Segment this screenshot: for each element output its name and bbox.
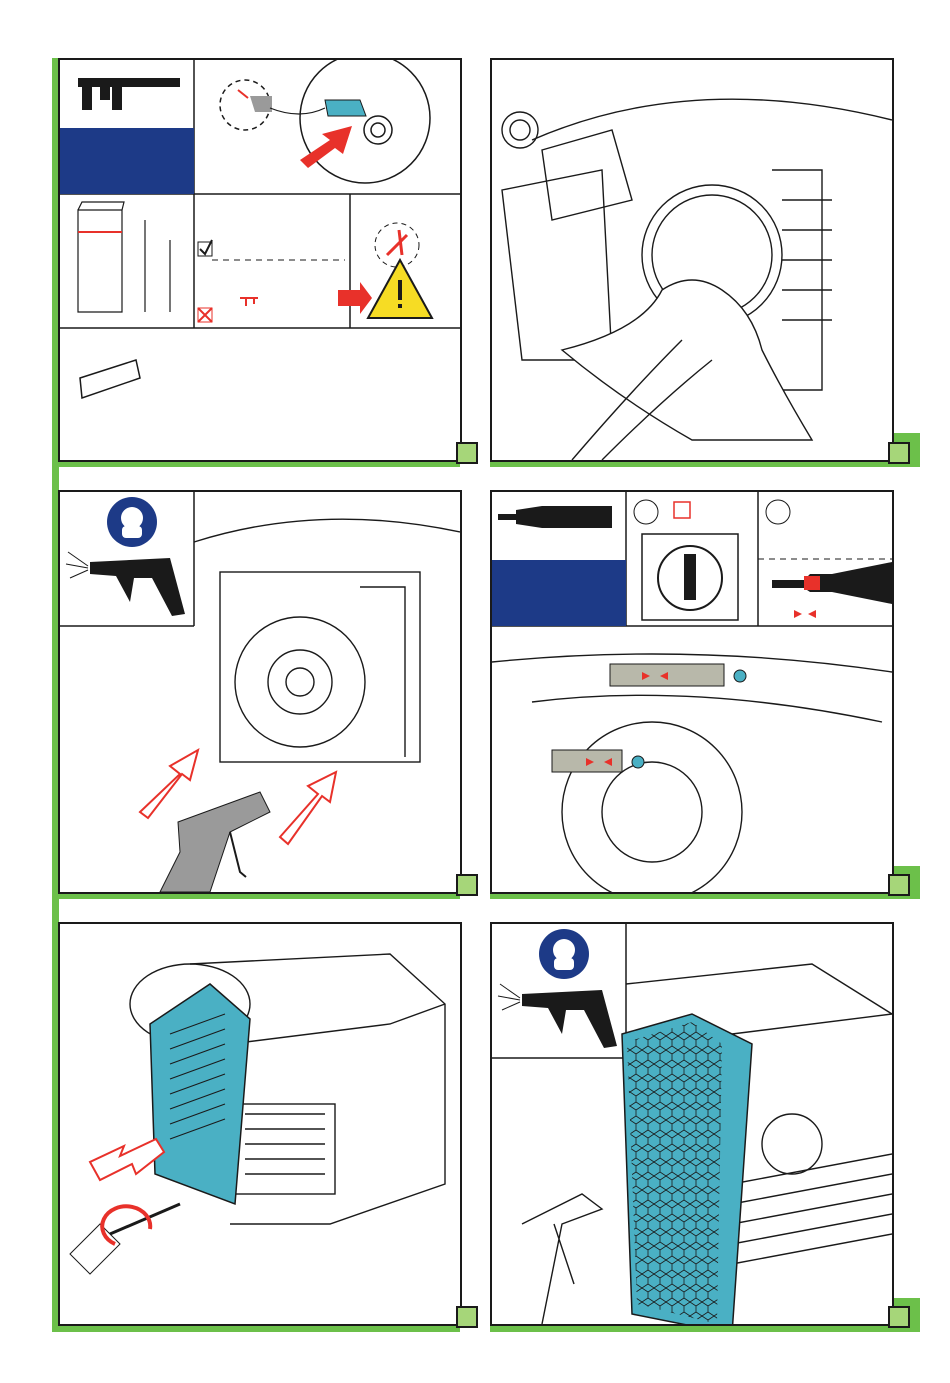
vane-wear-detail — [220, 60, 430, 183]
air-flow-arrow — [140, 750, 336, 844]
caliper-icon — [78, 78, 180, 110]
navy-label-block — [492, 560, 626, 626]
panel-step-6 — [490, 922, 894, 1326]
step-box-2 — [888, 442, 910, 464]
filter-cover — [150, 984, 250, 1204]
warning-icon — [338, 223, 432, 318]
panel-step-5 — [58, 922, 462, 1326]
vane-part — [80, 360, 140, 398]
vane-section-drawing — [78, 202, 170, 312]
step-3-illustration — [60, 492, 460, 892]
respirator-mask-icon — [539, 929, 589, 979]
navy-label-block — [60, 128, 194, 194]
step-5-illustration — [60, 924, 460, 1324]
main-switch-icon — [642, 534, 738, 620]
removal-arrow — [90, 1139, 164, 1180]
step-1-illustration — [60, 60, 460, 460]
air-blow-gun-icon — [498, 984, 617, 1048]
step-box-3 — [456, 874, 478, 896]
step-box-1 — [456, 442, 478, 464]
panel-step-4 — [490, 490, 894, 894]
panel-step-1 — [58, 58, 462, 462]
step-6-illustration — [492, 924, 892, 1324]
air-blow-gun-icon — [66, 552, 185, 616]
step-box-4 — [888, 874, 910, 896]
step-box-6 — [888, 1306, 910, 1328]
respirator-mask-icon — [107, 497, 157, 547]
filter-cartridge — [622, 1014, 752, 1324]
step-4-illustration — [492, 492, 892, 892]
panel-step-3 — [58, 490, 462, 894]
t-handle-key-icon — [70, 1204, 180, 1274]
grease-fitting-icon — [772, 562, 892, 618]
grease-gun-icon — [498, 506, 612, 528]
step-box-5 — [456, 1306, 478, 1328]
panel-step-2 — [490, 58, 894, 462]
hand-cleaning-cloth — [492, 60, 892, 460]
check-icon — [198, 240, 212, 256]
cross-icon — [198, 308, 212, 322]
